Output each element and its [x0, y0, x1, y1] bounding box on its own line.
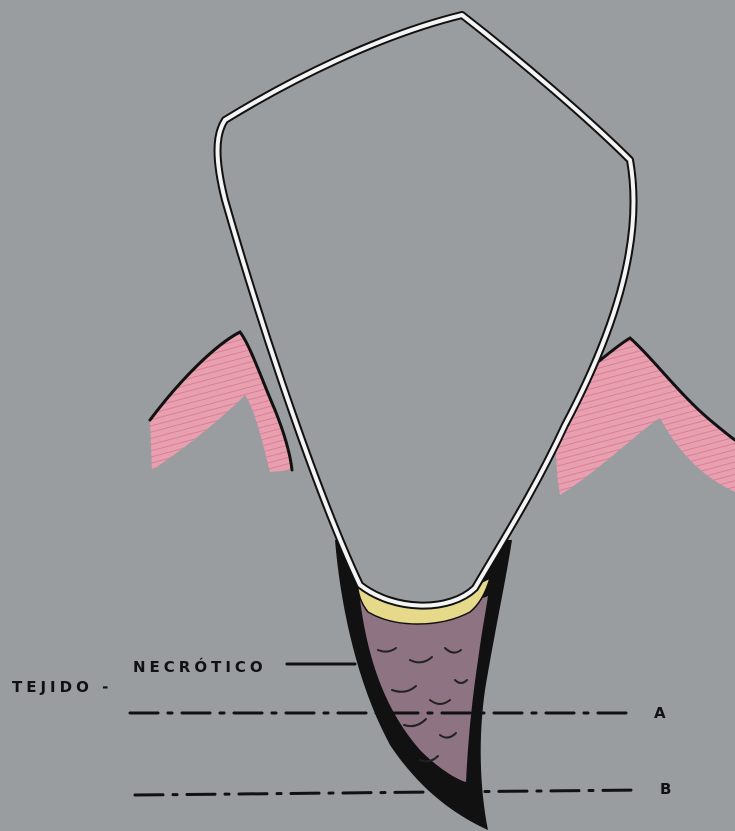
tissue-label-right: NECRÓTICO [133, 657, 267, 676]
level-a-label: A [654, 704, 670, 722]
tissue-label-left: TEJIDO - [12, 678, 112, 696]
level-b-label: B [660, 780, 675, 798]
